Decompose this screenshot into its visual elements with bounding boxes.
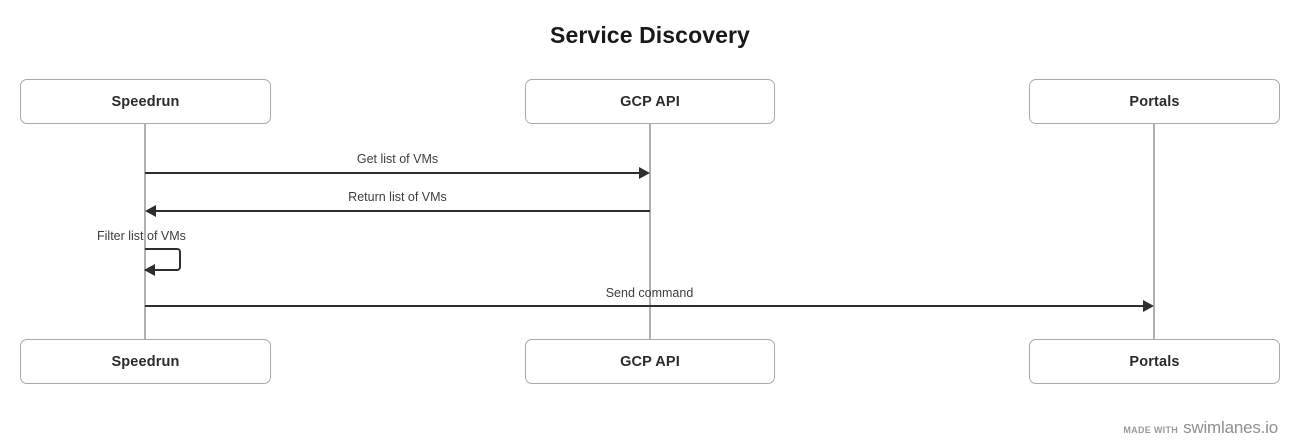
participant-label-portals-bottom: Portals [1129,353,1180,370]
participant-box-portals-bottom[interactable]: Portals [1029,339,1280,384]
participant-box-speedrun-top[interactable]: Speedrun [20,79,271,124]
message-line-return-list-of-vms [156,210,650,212]
arrow-left-icon-return-list-of-vms [145,205,156,217]
message-line-get-list-of-vms [145,172,639,174]
participant-label-gcp-api-top: GCP API [620,93,680,110]
message-label-filter-list-of-vms: Filter list of VMs [97,229,186,243]
participant-box-gcp-api-bottom[interactable]: GCP API [525,339,775,384]
message-line-send-command [145,305,1143,307]
lifeline-portals [1153,124,1155,340]
participant-box-portals-top[interactable]: Portals [1029,79,1280,124]
footer-brand-name[interactable]: swimlanes.io [1183,418,1278,437]
arrow-right-icon-get-list-of-vms [639,167,650,179]
lifeline-speedrun [144,124,146,340]
lifeline-gcp-api [649,124,651,340]
participant-box-speedrun-bottom[interactable]: Speedrun [20,339,271,384]
message-label-return-list-of-vms: Return list of VMs [348,190,447,204]
footer-branding[interactable]: MADE WITH swimlanes.io [1123,418,1278,438]
participant-label-gcp-api-bottom: GCP API [620,353,680,370]
participant-label-speedrun-bottom: Speedrun [111,353,180,370]
arrow-right-icon-send-command [1143,300,1154,312]
message-label-get-list-of-vms: Get list of VMs [356,152,439,166]
participant-label-portals-top: Portals [1129,93,1180,110]
participant-label-speedrun-top: Speedrun [111,93,180,110]
arrow-left-icon-filter-list-of-vms [144,264,155,276]
participant-box-gcp-api-top[interactable]: GCP API [525,79,775,124]
page-title: Service Discovery [550,22,750,48]
message-label-send-command: Send command [605,286,694,300]
self-message-loop-filter-list-of-vms [145,248,181,271]
footer-made-with-label: MADE WITH [1123,425,1179,435]
